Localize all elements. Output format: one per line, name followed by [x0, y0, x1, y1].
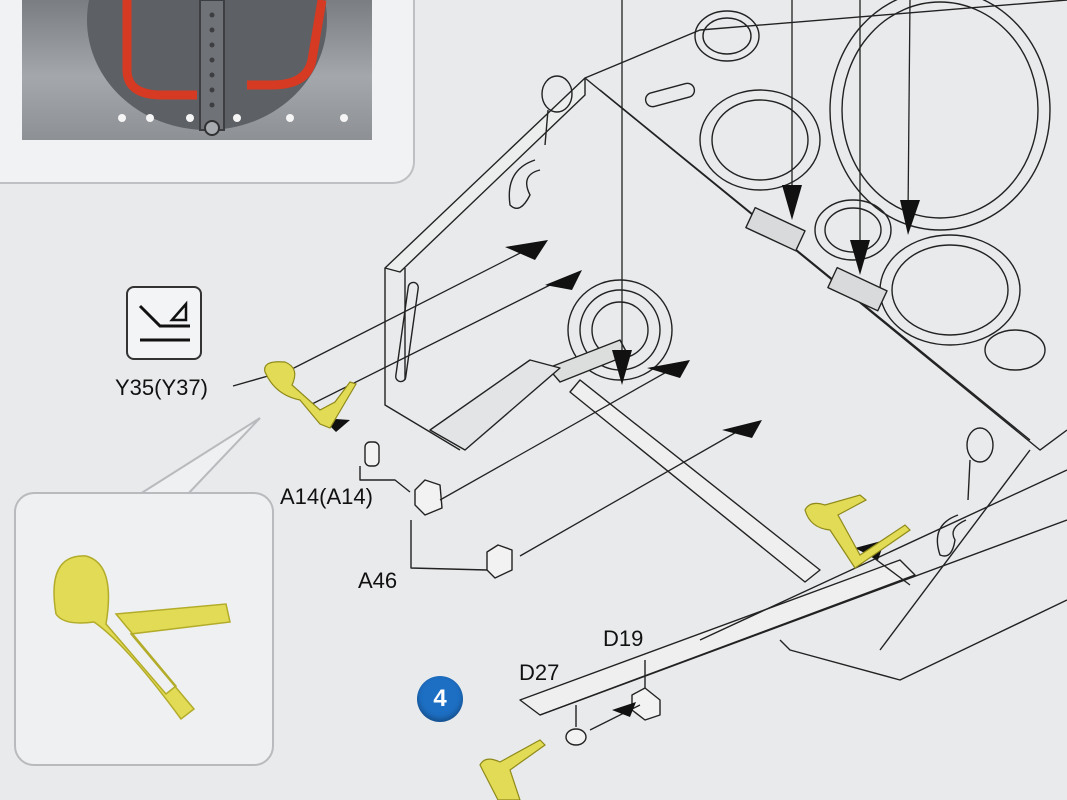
sanding-angle-icon [126, 286, 202, 360]
callout-pointer [139, 417, 261, 497]
step-number-badge: 4 [417, 676, 463, 722]
part-y35-installed-highlight [804, 494, 911, 569]
label-d27: D27 [519, 660, 560, 685]
part-d27 [565, 728, 587, 746]
part-d19 [631, 687, 661, 721]
hatch [694, 10, 760, 62]
deck-edge [584, 0, 1067, 79]
part-a46-upper [414, 479, 443, 516]
part-y35-highlight [264, 361, 357, 429]
part-lower-highlight [479, 739, 546, 800]
part-a14 [364, 441, 380, 467]
label-a46: A46 [358, 568, 398, 593]
drum [567, 279, 673, 381]
callout-detail [14, 492, 274, 766]
reference-photo [22, 0, 372, 140]
part-a46-lower [486, 544, 513, 579]
guide-arrow [505, 240, 548, 260]
label-y35: Y35(Y37) [115, 375, 208, 400]
step-number: 4 [433, 685, 447, 712]
label-a14: A14(A14) [280, 484, 373, 509]
enlarged-part [53, 555, 231, 721]
reference-photo-panel [0, 0, 415, 184]
label-d19: D19 [603, 626, 644, 651]
